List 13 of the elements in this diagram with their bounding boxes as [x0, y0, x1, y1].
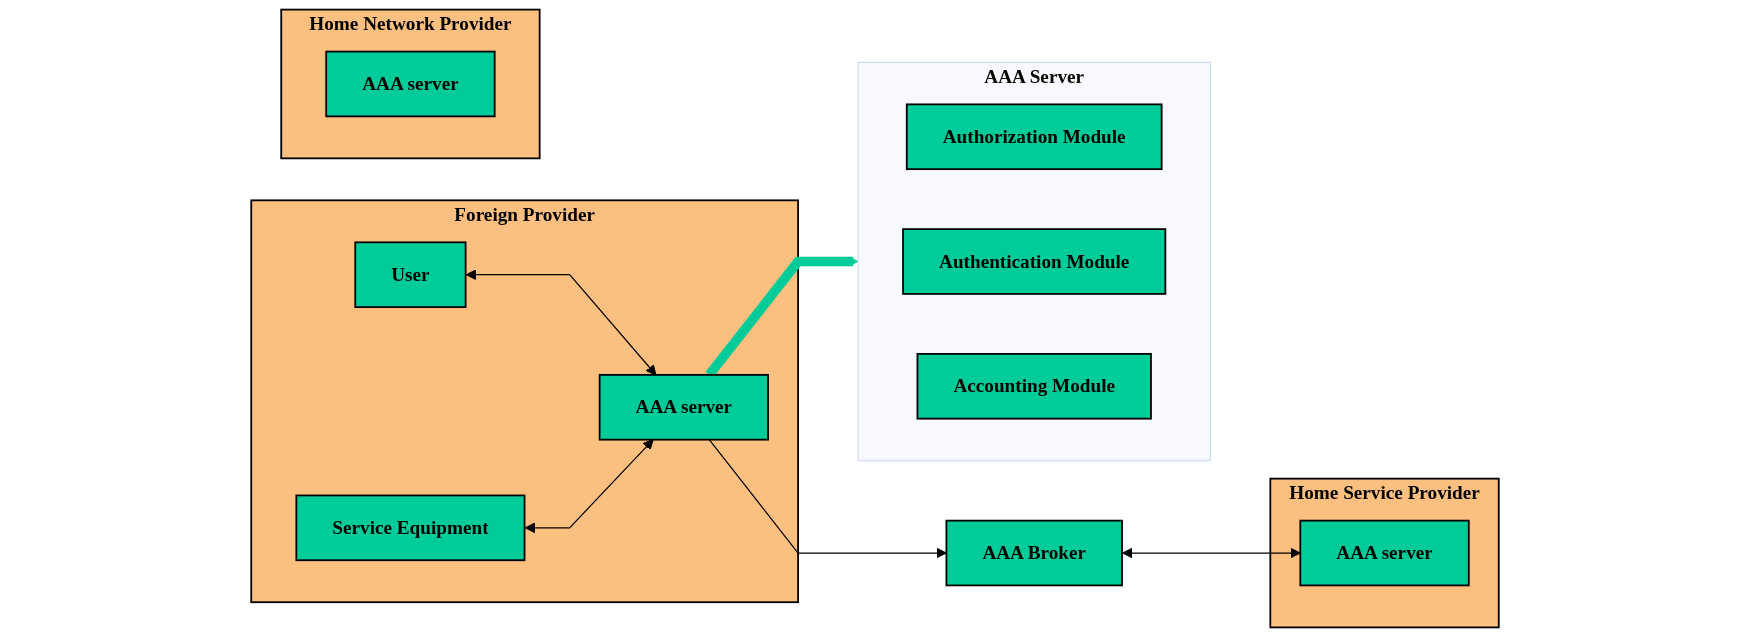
- node-box: User: [354, 241, 467, 308]
- arrow: [1122, 547, 1301, 559]
- node-box: AAA server: [598, 374, 769, 441]
- node-box: AAA server: [325, 50, 496, 118]
- node-box: AAA Broker: [945, 519, 1123, 587]
- node-box: AAA server: [1299, 519, 1470, 587]
- arrow: [708, 439, 947, 559]
- node-box: Authentication Module: [902, 228, 1167, 295]
- node-box: Authorization Module: [905, 103, 1163, 171]
- node-box: Accounting Module: [916, 353, 1152, 420]
- arrow: [465, 269, 657, 376]
- node-box: Service Equipment: [295, 494, 526, 562]
- arrow: [524, 439, 654, 534]
